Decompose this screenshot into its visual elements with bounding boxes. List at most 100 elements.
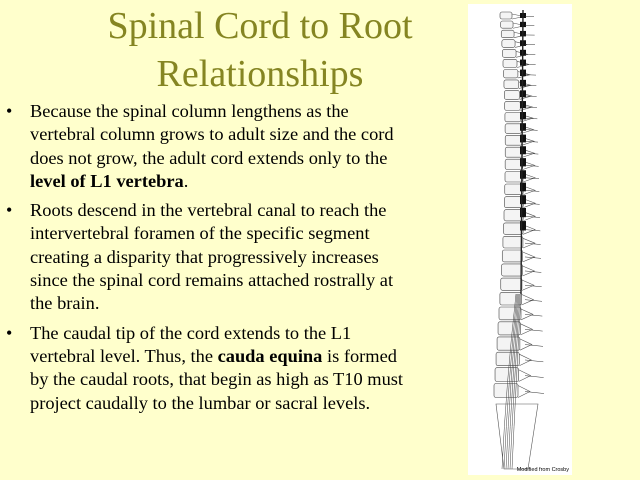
vertebra — [504, 101, 521, 111]
nerve-root — [524, 177, 540, 179]
nerve-root — [524, 165, 539, 167]
vertebra-process — [521, 279, 535, 291]
vertebra-process — [522, 173, 536, 183]
cord-segment — [520, 146, 526, 155]
nerve-root — [524, 391, 545, 394]
vertebra-process — [518, 369, 532, 382]
vertebra-process — [520, 323, 534, 336]
cord-segment — [520, 221, 526, 231]
vertebra — [501, 263, 523, 277]
vertebra — [504, 112, 522, 123]
vertebra — [497, 321, 521, 336]
vertebra-process — [517, 385, 531, 398]
nerve-root — [524, 190, 540, 192]
nerve-root — [524, 95, 537, 97]
nerve-root — [524, 329, 543, 332]
bullet-dot: • — [6, 200, 13, 221]
vertebra-process — [522, 160, 536, 170]
vertebra-process — [522, 265, 536, 277]
cauda-equina-strand — [501, 293, 517, 470]
vertebra-process — [519, 338, 533, 351]
vertebra-process — [519, 353, 532, 367]
vertebra-process — [522, 251, 536, 263]
spinal-cord-illustration: Modified from Crosby — [468, 4, 572, 475]
cord-segment — [520, 112, 526, 120]
nerve-root — [524, 117, 538, 120]
cord-segment — [520, 195, 526, 205]
vertebra-process — [523, 185, 537, 196]
bullet-item: • Roots descend in the vertebral canal t… — [6, 199, 411, 315]
bullet-item: • The caudal tip of the cord extends to … — [6, 322, 411, 415]
bullet-text: Because the spinal column lengthens as t… — [30, 101, 394, 168]
vertebra — [499, 11, 513, 20]
vertebra — [502, 49, 517, 58]
vertebra-process — [521, 294, 535, 306]
vertebra — [504, 90, 520, 100]
cord-segment — [520, 134, 526, 143]
bullet-text: The caudal tip of the cord extends to th… — [30, 322, 352, 366]
vertebra-process — [522, 238, 536, 249]
bullet-bold-text: cauda equina — [217, 345, 323, 366]
vertebra — [500, 277, 523, 291]
vertebra-process — [522, 224, 536, 235]
nerve-root — [524, 106, 538, 108]
bullet-bold-text: level of L1 vertebra — [30, 170, 184, 191]
vertebra — [503, 69, 519, 79]
vertebra-process — [523, 211, 537, 222]
nerve-root — [524, 202, 540, 205]
nerve-root — [524, 242, 541, 245]
nerve-root — [524, 129, 538, 131]
nerve-root — [524, 141, 539, 143]
vertebra — [502, 236, 524, 249]
cauda-equina-strand — [505, 293, 519, 470]
cord-segment — [520, 170, 526, 179]
nerve-root — [524, 375, 544, 378]
vertebra — [501, 249, 523, 263]
nerve-root — [524, 284, 542, 287]
spinal-cord — [520, 9, 524, 295]
cord-segment — [520, 158, 526, 167]
nerve-root — [524, 314, 543, 317]
nerve-root — [524, 344, 544, 347]
slide-title: Spinal Cord to Root Relationships — [70, 2, 450, 98]
vertebra — [495, 351, 520, 367]
vertebra — [494, 367, 519, 382]
vertebra — [504, 146, 523, 158]
bullet-text-end: is formed by the caudal roots, that begi… — [30, 345, 404, 413]
title-line-2: Relationships — [156, 53, 364, 95]
vertebra-process — [521, 137, 535, 146]
cauda-equina-strand — [511, 293, 522, 470]
cord-segment — [520, 123, 526, 131]
vertebra — [503, 79, 520, 89]
vertebra — [501, 39, 516, 48]
spine-drawing — [493, 9, 545, 470]
bullet-text-end: . — [183, 170, 189, 191]
bullet-item: • Because the spinal column lengthens as… — [6, 100, 411, 193]
vertebra-process — [520, 308, 534, 321]
nerve-root — [524, 299, 543, 302]
bullet-dot: • — [6, 322, 13, 343]
bullet-list: • Because the spinal column lengthens as… — [6, 100, 411, 421]
nerve-root — [524, 152, 539, 155]
nerve-root — [524, 359, 544, 363]
nerve-root — [524, 216, 541, 218]
cord-segment — [520, 208, 526, 218]
vertebra — [504, 135, 523, 146]
vertebra-process — [522, 148, 536, 158]
cord-segment — [520, 182, 526, 192]
vertebra — [500, 20, 514, 29]
cauda-equina-strand — [509, 293, 521, 470]
nerve-root — [524, 256, 542, 259]
vertebra — [500, 29, 515, 39]
vertebra — [504, 123, 522, 134]
bullet-text: Roots descend in the vertebral canal to … — [30, 200, 394, 314]
bullet-dot: • — [6, 101, 13, 121]
figure-credit: Modified from Crosby — [516, 467, 569, 473]
cauda-equina-strand — [503, 293, 518, 470]
title-line-1: Spinal Cord to Root — [107, 5, 413, 47]
nerve-root — [524, 270, 542, 273]
vertebra — [502, 59, 518, 68]
nerve-root — [524, 229, 541, 232]
vertebra-process — [523, 198, 537, 208]
cauda-equina-strand — [507, 293, 520, 470]
